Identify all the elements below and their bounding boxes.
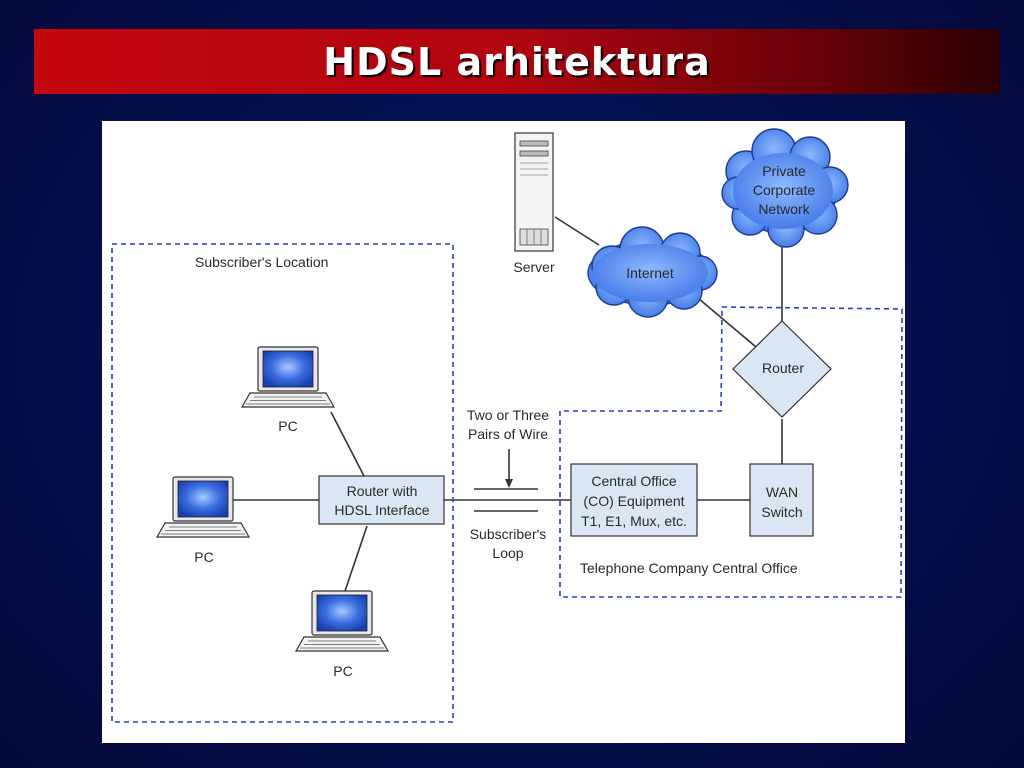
- pc-top: PC: [241, 346, 335, 434]
- title-bar: HDSL arhitektura: [34, 29, 1000, 94]
- hdsl-architecture-diagram: Subscriber's Location Telephone Company …: [102, 121, 905, 743]
- connection-lines: [233, 216, 783, 595]
- loop-label-line-2: Loop: [492, 545, 523, 561]
- pc-left: PC: [156, 476, 250, 565]
- private-network-line-2: Corporate: [753, 182, 815, 198]
- subscriber-location-region: [111, 243, 454, 723]
- link-bottom-pc-router: [343, 525, 368, 595]
- internet-cloud: Internet: [587, 226, 718, 318]
- server-icon: [514, 132, 554, 252]
- laptop-icon: [241, 346, 335, 408]
- co-equipment-line-3: T1, E1, Mux, etc.: [581, 513, 687, 529]
- link-internet-router: [691, 292, 757, 348]
- loop-label-line-1: Subscriber's: [470, 526, 547, 542]
- slide-title: HDSL arhitektura: [323, 39, 711, 84]
- pc-top-label: PC: [278, 418, 297, 434]
- hdsl-router-line-2: HDSL Interface: [334, 502, 429, 518]
- laptop-icon: [156, 476, 250, 538]
- wan-switch-line-2: Switch: [761, 504, 802, 520]
- central-office-region: [559, 306, 903, 598]
- subscriber-location-label: Subscriber's Location: [195, 254, 328, 270]
- wan-switch-line-1: WAN: [766, 484, 798, 500]
- wire-label-line-2: Pairs of Wire: [468, 426, 548, 442]
- router-diamond: Router: [732, 320, 832, 418]
- telco-office-label: Telephone Company Central Office: [580, 560, 798, 576]
- pc-bottom: PC: [295, 590, 389, 679]
- hdsl-router-line-1: Router with: [347, 483, 418, 499]
- wan-switch-box: WAN Switch: [749, 463, 814, 537]
- co-equipment-line-2: (CO) Equipment: [583, 493, 684, 509]
- laptop-icon: [295, 590, 389, 652]
- private-network-line-1: Private: [762, 163, 806, 179]
- pc-bottom-label: PC: [333, 663, 352, 679]
- private-network-line-3: Network: [758, 201, 810, 217]
- hdsl-router-box: Router with HDSL Interface: [318, 475, 445, 525]
- internet-label: Internet: [626, 265, 674, 281]
- pc-left-label: PC: [194, 549, 213, 565]
- wire-label-line-1: Two or Three: [467, 407, 549, 423]
- co-equipment-box: Central Office (CO) Equipment T1, E1, Mu…: [570, 463, 698, 537]
- diagram-canvas: Subscriber's Location Telephone Company …: [111, 128, 903, 723]
- co-equipment-line-1: Central Office: [591, 473, 677, 489]
- link-top-pc-router: [330, 411, 365, 477]
- router-label: Router: [762, 360, 804, 376]
- server-label: Server: [513, 259, 555, 275]
- link-server-internet: [554, 216, 600, 246]
- wire-arrow-head: [505, 479, 513, 488]
- private-network-cloud: Private Corporate Network: [721, 128, 849, 248]
